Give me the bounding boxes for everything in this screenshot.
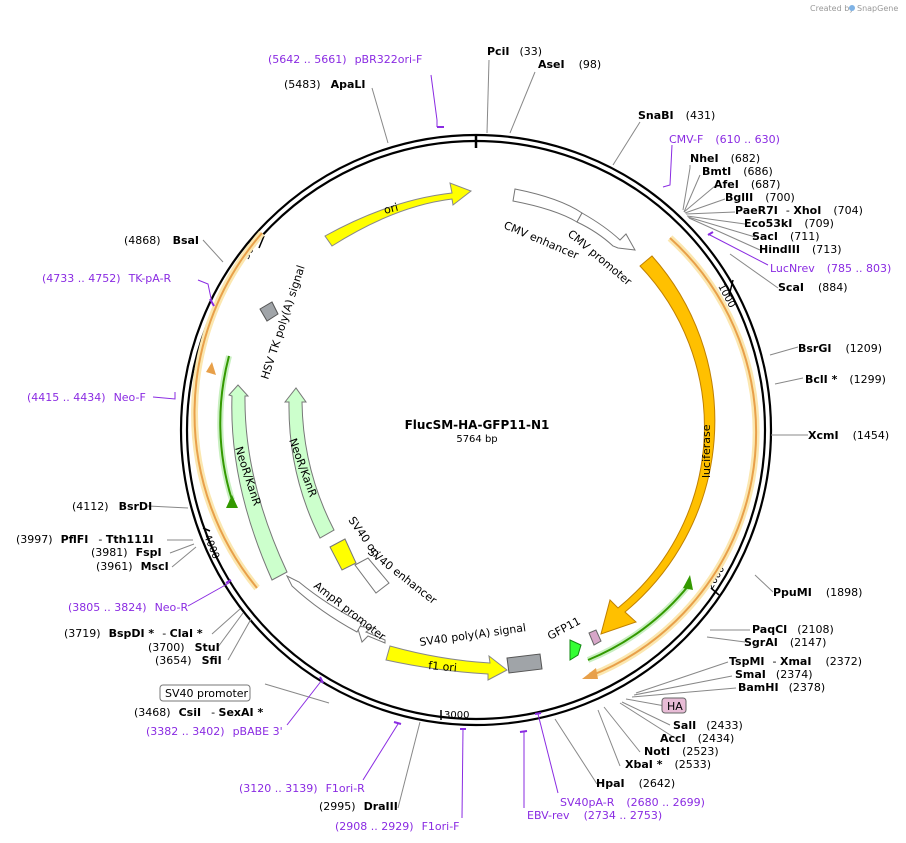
site-paer7i-xhoi: PaeR7I- XhoI(704): [735, 204, 863, 217]
sv40-enhancer-box: [354, 557, 390, 594]
site-asei: AseI(98): [538, 58, 601, 71]
site-eco53ki: Eco53kI(709): [744, 217, 834, 230]
luciferase-label: luciferase: [700, 424, 713, 478]
green-band-left: [219, 355, 233, 501]
site-nhei: NheI(682): [690, 152, 760, 165]
site-snabi: SnaBI(431): [638, 109, 715, 122]
site-hindiii: HindIII(713): [759, 243, 842, 256]
ampr-promoter-arrow: [285, 574, 363, 633]
ampr-promoter-arrow-head: [356, 625, 386, 644]
sv40-polya-box: [506, 653, 543, 674]
green-band-left-arrow: [226, 495, 238, 508]
site-bcli: BclI *(1299): [805, 373, 886, 386]
green-band-right-arrow: [683, 575, 693, 590]
sv40-ori-box: [329, 538, 357, 571]
site-bsrdi: (4112)BsrDI: [72, 500, 152, 513]
primer-tk-pa-r: (4733 .. 4752)TK-pA-R: [42, 272, 172, 285]
orange-band-left-arrow: [206, 362, 216, 375]
sv40-promoter-label-box: [159, 684, 251, 702]
neokanr-inner-arrow: [283, 387, 335, 539]
site-fspi: (3981)FspI: [91, 546, 162, 559]
site-apali: (5483)ApaLI: [284, 78, 366, 91]
gfp11-label: GFP11: [545, 615, 582, 643]
site-bsai: (4868)BsaI: [124, 234, 199, 247]
neokanr-outer-arrow: [228, 384, 288, 581]
sv40-polya-label: SV40 poly(A) signal: [419, 621, 527, 649]
primer-f1ori-r: (3120 .. 3139)F1ori-R: [239, 782, 365, 795]
green-band-right: [587, 584, 690, 661]
cmv-promoter-arrow: [576, 212, 636, 251]
luciferase-arrow: [600, 255, 716, 635]
primer-lucnrev: LucNrev(785 .. 803): [770, 262, 891, 275]
site-smai: SmaI(2374): [735, 668, 812, 681]
site-paqci: PaqCI(2108): [752, 623, 834, 636]
ori-label: ori: [382, 201, 399, 217]
site-pflfi-tth111i: (3997)PflFI- Tth111I: [16, 533, 154, 546]
ori-arrow: [324, 182, 473, 247]
site-pcii: PciI(33): [487, 45, 542, 58]
f1-ori-arrow: [385, 645, 508, 681]
tick-3000: 3000: [440, 710, 469, 721]
primer-cmv-f: CMV-F(610 .. 630): [669, 133, 780, 146]
sv40-promoter-label: SV40 promoter: [165, 687, 249, 700]
credit-prefix: Created by: [810, 4, 854, 13]
orange-band-right-arrow: [582, 668, 598, 679]
site-bmti: BmtI(686): [702, 165, 773, 178]
site-noti: NotI(2523): [644, 745, 719, 758]
site-sali: SalI(2433): [673, 719, 743, 732]
primer-sv40pa-r: SV40pA-R(2680 .. 2699): [560, 796, 705, 809]
primer-neo-f: (4415 .. 4434)Neo-F: [27, 391, 146, 404]
primer-ebv-rev: EBV-rev(2734 .. 2753): [527, 809, 662, 822]
gfp11-feature: [569, 639, 582, 661]
site-acci: AccI(2434): [660, 732, 734, 745]
ha-label-box: [661, 697, 687, 714]
site-xbai: XbaI *(2533): [625, 758, 711, 771]
site-bsrgi: BsrGI(1209): [798, 342, 882, 355]
site-bglii: BglII(700): [725, 191, 795, 204]
site-tspmi-xmai: TspMI- XmaI(2372): [729, 655, 862, 668]
site-msci: (3961)MscI: [96, 560, 169, 573]
hsv-tk-polya-label: HSV TK poly(A) signal: [258, 264, 307, 381]
site-sfii: (3654)SfiI: [155, 654, 222, 667]
primer-neo-r: (3805 .. 3824)Neo-R: [68, 601, 188, 614]
plasmid-length: 5764 bp: [456, 434, 497, 445]
primer-pbabe3: (3382 .. 3402)pBABE 3': [146, 725, 283, 738]
hsv-tk-polya-box: [259, 301, 279, 322]
primer-leaders: [152, 74, 769, 819]
site-ppumi: PpuMI(1898): [773, 586, 862, 599]
credit-brand: SnapGene: [857, 4, 898, 13]
site-saci: SacI(711): [752, 230, 820, 243]
orange-band-right: [589, 237, 758, 677]
ha-feature: [588, 629, 602, 646]
site-xcmi: XcmI(1454): [808, 429, 889, 442]
enzyme-leaders: [147, 59, 808, 809]
ha-label: HA: [667, 700, 683, 713]
site-sgrai: SgrAI(2147): [744, 636, 826, 649]
svg-text:3000: 3000: [444, 710, 469, 721]
cmv-enhancer-arrow: [512, 188, 583, 223]
site-afei: AfeI(687): [714, 178, 780, 191]
primer-f1ori-f: (2908 .. 2929)F1ori-F: [335, 820, 460, 833]
plasmid-name: FlucSM-HA-GFP11-N1: [405, 418, 550, 432]
primer-pbr322ori-f: (5642 .. 5661)pBR322ori-F: [268, 53, 422, 66]
site-scai: ScaI(884): [778, 281, 848, 294]
site-stui: (3700)StuI: [148, 641, 220, 654]
f1-ori-label: f1 ori: [428, 659, 458, 674]
site-bamhi: BamHI(2378): [738, 681, 825, 694]
site-draiii: (2995)DraIII: [319, 800, 398, 813]
site-csii-sexai: (3468)CsiI- SexAI *: [134, 706, 263, 719]
site-bspdi-clai: (3719)BspDI *- ClaI *: [64, 627, 203, 640]
snapgene-logo-icon: [849, 5, 855, 11]
site-hpai: HpaI(2642): [596, 777, 675, 790]
orange-band-left: [193, 232, 263, 589]
